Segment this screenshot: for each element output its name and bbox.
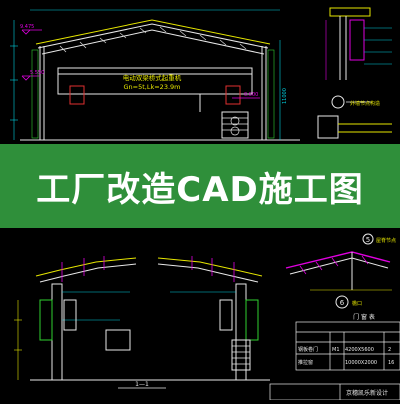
crane-label-2: Gn=5t,Lk=23.9m	[124, 83, 181, 91]
door-table-cell: 4200X5600	[345, 347, 374, 353]
crane-label-1: 电动双梁桥式起重机	[123, 73, 182, 82]
section-1-1	[14, 256, 270, 389]
section-mark: 1—1	[135, 381, 149, 388]
door-table-cell: 16	[388, 360, 394, 366]
title-banner: 工厂改造CAD施工图	[0, 144, 400, 228]
detail-5-label: 屋脊节点	[376, 237, 396, 244]
detail-6-label: 檐口	[352, 300, 362, 307]
note-eave: 外墙节点构造	[350, 100, 380, 107]
level-top: 9.475	[20, 24, 34, 30]
title-block-text: 京穗凯乐新设计	[346, 389, 388, 397]
level-mid: 5.550	[30, 70, 44, 76]
level-low: 0.000	[244, 92, 258, 98]
door-table-cell: M1	[332, 347, 340, 353]
banner-title: 工厂改造CAD施工图	[36, 169, 364, 210]
detail-6-number: 6	[340, 299, 345, 307]
eave-details	[317, 7, 392, 139]
door-table-cell: 2	[388, 347, 391, 353]
ridge-detail	[285, 233, 392, 309]
door-table-title: 门 窗 表	[353, 313, 375, 321]
dim-right: 11000	[282, 88, 288, 104]
door-table-cell: 推拉窗	[298, 359, 313, 366]
door-table-cell: 10000X2000	[345, 360, 377, 366]
door-window-table	[295, 321, 400, 371]
door-table-cell: 钢板卷门	[298, 346, 318, 353]
portal-frame-elevation	[10, 9, 300, 141]
detail-5-number: 5	[366, 236, 370, 244]
